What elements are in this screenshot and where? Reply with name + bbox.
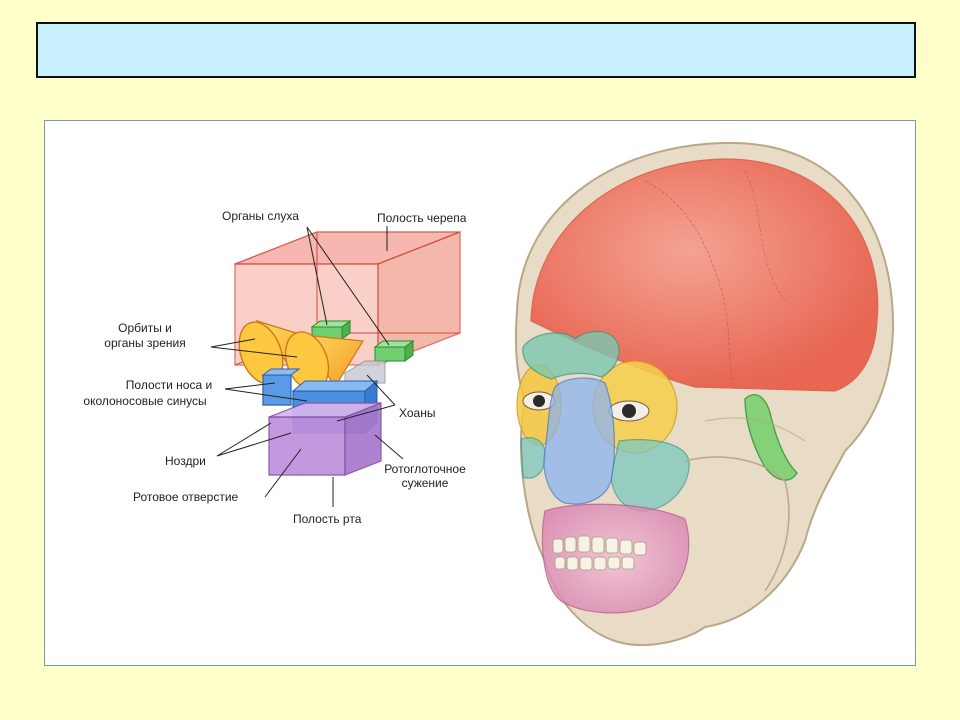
label-nasal-line2: околоносовые синусы — [83, 394, 206, 408]
skull-illustration — [514, 141, 895, 647]
label-orbits-line1: Орбиты и — [118, 321, 172, 335]
label-cranial-cavity: Полость черепа — [377, 211, 467, 225]
label-nostrils: Ноздри — [165, 454, 206, 468]
oral-cavity-box — [268, 402, 382, 476]
teeth — [552, 535, 647, 571]
schematic-diagram: Органы слуха Полость черепа Орбиты и орг… — [83, 209, 466, 526]
leader-lines — [210, 226, 404, 507]
eye-right — [608, 400, 650, 422]
label-oropharynx-line2: сужение — [402, 476, 449, 490]
orbit-cone-right — [284, 331, 365, 391]
maxillary-sinus-right — [610, 439, 690, 512]
label-oral-cavity: Полость рта — [293, 512, 362, 526]
anatomy-figure: Органы слуха Полость черепа Орбиты и орг… — [83, 141, 895, 647]
label-nasal-line1: Полости носа и — [126, 378, 212, 392]
title-bar — [36, 22, 916, 78]
label-choanae: Хоаны — [399, 406, 435, 420]
label-hearing-organs: Органы слуха — [222, 209, 299, 223]
ear-hearing-organ — [744, 394, 798, 481]
hearing-organ-right — [373, 340, 415, 362]
label-orbits-line2: органы зрения — [104, 336, 185, 350]
nasal-cavity-region — [543, 377, 616, 505]
figure-panel: Органы слуха Полость черепа Орбиты и орг… — [44, 120, 916, 666]
label-oral-opening: Ротовое отверстие — [133, 490, 239, 504]
label-oropharynx-line1: Ротоглоточное — [384, 462, 466, 476]
eye-left — [522, 391, 556, 411]
frontal-sinus — [522, 330, 620, 380]
